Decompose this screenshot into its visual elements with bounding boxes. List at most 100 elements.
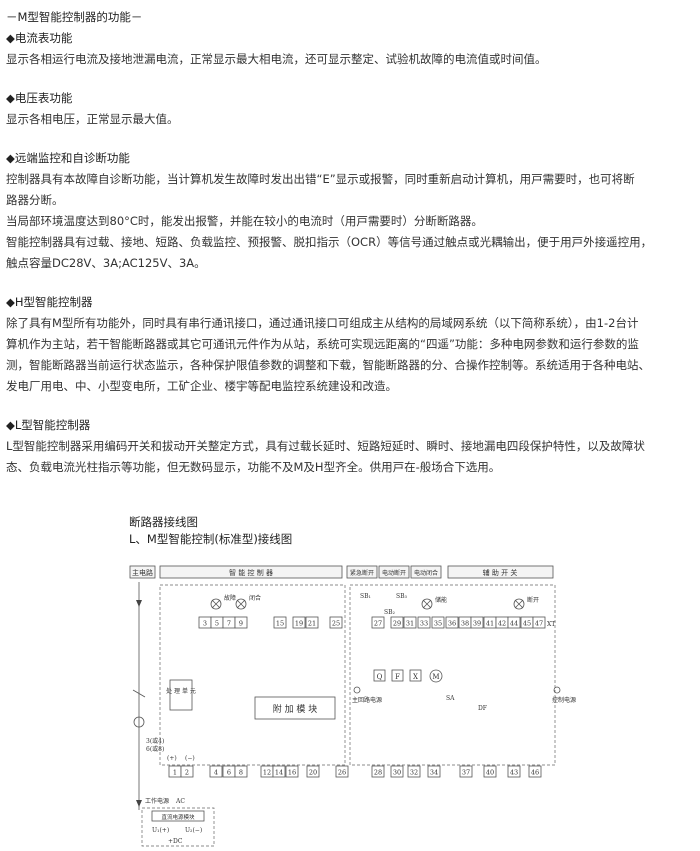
paragraph-line: 显示各相运行电流及接地泄漏电流，正常显示最大相电流，还可显示整定、试验机故障的电… xyxy=(6,52,547,66)
main-power-label: 主回路电源 xyxy=(352,696,382,704)
paragraph-line: 显示各相电压，正常显示最大值。 xyxy=(6,112,179,126)
diagram-subtitle: L、M型智能控制(标准型)接线图 xyxy=(129,532,293,546)
bottom-terminal-box xyxy=(209,765,223,778)
document-body: －M型智能控制器的功能－ ◆电流表功能 显示各相运行电流及接地泄漏电流，正常显示… xyxy=(6,0,696,478)
top-terminal-box xyxy=(520,616,534,629)
section-heading-remote: ◆远端监控和自诊断功能 xyxy=(6,151,130,165)
top-terminal-box xyxy=(458,616,472,629)
header-main-circuit-label: 主电路 xyxy=(132,568,153,577)
section-heading-h-type: ◆H型智能控制器 xyxy=(6,295,93,309)
bottom-terminal-label: 20 xyxy=(309,769,317,777)
top-terminal-box xyxy=(495,616,509,629)
top-terminal-label: 41 xyxy=(486,620,494,628)
coil-f xyxy=(391,669,404,682)
paragraph-line: 发电厂用电、中、小型变电所，工矿企业、楼宇等配电监控系统建设和改造。 xyxy=(6,379,397,393)
coil-q-label: Q xyxy=(377,673,383,681)
top-terminal-box xyxy=(470,616,484,629)
bottom-terminal-label: 40 xyxy=(486,769,494,777)
top-terminal-box xyxy=(403,616,417,629)
paragraph-line: 除了具有M型所有功能外，同时具有串行通讯接口，通过通讯接口可组成主从结构的局域网… xyxy=(6,316,639,330)
bottom-terminal-box xyxy=(222,765,236,778)
bottom-terminal-label: 28 xyxy=(374,769,382,777)
ct-label: 3(或4) xyxy=(146,737,164,745)
bottom-terminal-box xyxy=(427,765,441,778)
top-terminal-label: 7 xyxy=(227,620,231,628)
bottom-terminal-label: 12 xyxy=(263,769,271,777)
bottom-terminal-label: 43 xyxy=(510,769,518,777)
bottom-terminal-box xyxy=(180,765,194,778)
dc-label: +DC xyxy=(168,838,183,845)
bottom-terminal-box xyxy=(483,765,497,778)
top-terminal-box xyxy=(222,616,236,629)
bottom-terminal-box xyxy=(459,765,473,778)
bottom-terminal-label: 1 xyxy=(173,769,177,777)
lamp-close-icon xyxy=(235,598,247,610)
xt-label: XT xyxy=(547,621,555,628)
section-heading-ammeter: ◆电流表功能 xyxy=(6,31,73,45)
paragraph-line: 算机作为主站，若干智能断路器或其它可通讯元件作为从站，系统可实现远距离的“四遥”… xyxy=(6,337,639,351)
bottom-terminal-box xyxy=(168,765,182,778)
top-terminal-label: 27 xyxy=(374,620,382,628)
paragraph-line: 态、负载电流光柱指示等功能，但无数码显示，功能不及M及H型齐全。供用戸在-般场合… xyxy=(6,460,501,474)
bottom-terminal-label: 34 xyxy=(430,769,438,777)
top-terminal-box xyxy=(234,616,248,629)
top-terminal-label: 36 xyxy=(448,620,456,628)
motor-label: M xyxy=(432,673,439,681)
top-terminal-box xyxy=(507,616,521,629)
addon-module-label: 附 加 模 块 xyxy=(273,703,318,715)
top-terminal-label: 3 xyxy=(203,620,207,628)
terminal-circle xyxy=(353,686,361,694)
top-terminal-label: 39 xyxy=(473,620,481,628)
sa-label: SA xyxy=(446,695,455,702)
lamp-close-label: 闭合 xyxy=(249,594,261,602)
paragraph-line: 路器分断。 xyxy=(6,193,64,207)
plus-label: (+) xyxy=(167,755,177,762)
header-motor-close-label: 电动闭合 xyxy=(414,569,438,577)
processing-unit-label: 处 理 单 元 xyxy=(166,687,196,695)
bottom-terminal-label: 26 xyxy=(338,769,346,777)
ac-label: AC xyxy=(175,798,185,805)
header-motor-close xyxy=(410,565,442,579)
header-aux-switch-label: 辅 助 开 关 xyxy=(483,568,518,577)
top-terminal-box xyxy=(483,616,497,629)
top-terminal-box xyxy=(305,616,319,629)
lamp-store-icon xyxy=(421,598,433,610)
dc-module-label: 直流电源模块 xyxy=(161,813,195,821)
motor-icon xyxy=(429,669,443,683)
top-terminal-box xyxy=(445,616,459,629)
doc-title: －M型智能控制器的功能－ xyxy=(6,10,143,24)
top-terminal-box xyxy=(198,616,212,629)
lamp-fault-icon xyxy=(210,598,222,610)
diagram-title: 断路器接线图 xyxy=(129,515,198,529)
top-terminal-box xyxy=(417,616,431,629)
top-terminal-box xyxy=(210,616,224,629)
bottom-terminal-box xyxy=(507,765,521,778)
bottom-terminal-label: 32 xyxy=(410,769,418,777)
minus-label: (−) xyxy=(185,755,195,762)
top-terminal-box xyxy=(329,616,343,629)
bottom-terminal-box xyxy=(528,765,542,778)
paragraph-line: L型智能控制器采用编码开关和拔动开关整定方式，具有过载长延时、短路短延时、瞬时、… xyxy=(6,439,645,453)
bottom-terminal-label: 16 xyxy=(288,769,296,777)
bottom-terminal-label: 6 xyxy=(227,769,231,777)
coil-q xyxy=(373,669,386,682)
bottom-terminal-box xyxy=(234,765,248,778)
lamp-open-icon xyxy=(513,598,525,610)
top-terminal-label: 9 xyxy=(239,620,243,628)
breaker-contact xyxy=(132,689,146,698)
header-motor-open xyxy=(378,565,410,579)
paragraph-line: 控制器具有本故障自诊断功能，当计算机发生故障时发出出错“E”显示或报警，同时重新… xyxy=(6,172,635,186)
top-terminal-label: 42 xyxy=(498,620,506,628)
sb1-label: SB₁ xyxy=(360,593,371,600)
top-terminal-label: 44 xyxy=(510,620,518,628)
section-heading-voltmeter: ◆电压表功能 xyxy=(6,91,73,105)
bottom-terminal-box xyxy=(306,765,320,778)
dc-module xyxy=(151,810,205,822)
arrow-down-icon xyxy=(136,600,142,607)
top-terminal-label: 5 xyxy=(215,620,219,628)
dc-module-region xyxy=(141,807,215,847)
header-emergency-label: 紧急断开 xyxy=(350,569,374,577)
top-terminal-box xyxy=(532,616,546,629)
coil-f-label: F xyxy=(395,673,400,681)
paragraph-line: 触点容量DC28V、3A;AC125V、3A。 xyxy=(6,256,206,270)
